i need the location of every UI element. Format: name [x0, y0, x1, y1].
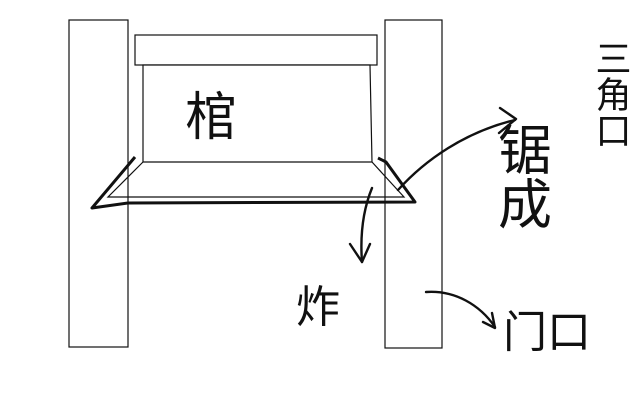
label-saw-form: 锯成	[489, 122, 552, 230]
label-triangle-mouth: 三角口	[590, 40, 631, 148]
right-pillar	[384, 19, 443, 349]
arrow-to-explode-label-head	[348, 242, 372, 264]
arrow-to-saw-label-head	[497, 106, 518, 135]
arrow-to-explode-label	[360, 186, 374, 264]
label-coffin: 棺	[185, 88, 237, 148]
arrow-to-doorway-label	[424, 290, 497, 329]
arrow-to-doorway-label-head	[481, 311, 497, 330]
left-pillar	[68, 19, 129, 348]
label-doorway: 门口	[503, 307, 591, 358]
coffin-base-inner	[106, 161, 406, 198]
coffin-body	[142, 64, 373, 163]
arrow-to-saw-label	[396, 118, 517, 192]
coffin-base-outer	[90, 156, 417, 210]
label-explode: 炸	[296, 282, 340, 333]
top-beam	[134, 34, 378, 66]
